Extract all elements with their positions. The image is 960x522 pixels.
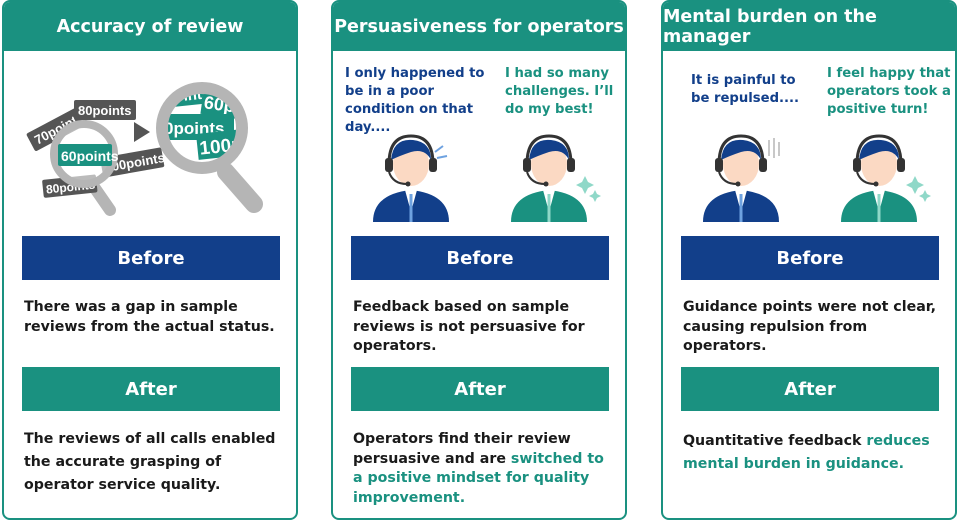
before-text: Guidance points were not clear, causing … <box>683 299 937 354</box>
quote-right: I feel happy that operators took a posit… <box>827 66 951 117</box>
manager-illustration <box>703 134 931 222</box>
after-text: Operators find their review persuasive a… <box>353 430 615 508</box>
operator-happy-icon <box>511 134 601 222</box>
manager-sad-icon <box>703 134 780 222</box>
tag-60: 60points <box>58 144 119 166</box>
big-magnifier-lens <box>156 82 248 174</box>
svg-text:80points: 80points <box>78 103 131 118</box>
after-text-plain: Quantitative feedback <box>683 433 867 449</box>
card-accuracy: Accuracy of review 70points 80points 100… <box>2 0 298 520</box>
card-mental-burden: Mental burden on the manager It is painf… <box>661 0 957 520</box>
arrow-right-icon <box>134 122 150 142</box>
operators-illustration <box>373 134 601 222</box>
after-text-plain: Operators find their review persuasive a… <box>353 431 571 467</box>
after-label: After <box>681 367 939 411</box>
svg-text:60points: 60points <box>61 148 119 164</box>
before-label: Before <box>351 236 609 280</box>
tag-80-top: 80points <box>74 100 136 120</box>
before-text: There was a gap in sample reviews from t… <box>24 299 275 335</box>
magnifier-illustration: 70points 80points 100points 80points 60p… <box>26 82 263 216</box>
after-label: After <box>351 367 609 411</box>
after-text-highlight: reduces mental burden in guidance. <box>683 433 930 472</box>
before-label: Before <box>22 236 280 280</box>
after-label: After <box>22 367 280 411</box>
before-label: Before <box>681 236 939 280</box>
quote-left: I only happened to be in a poor conditio… <box>345 66 485 135</box>
before-text: Feedback based on sample reviews is not … <box>353 299 585 354</box>
big-magnifier-handle <box>217 163 263 213</box>
quote-right: I had so many challenges. I’ll do my bes… <box>505 66 614 117</box>
after-text-highlight: switched to a positive mindset for quali… <box>353 450 604 506</box>
quote-left: It is painful to be repulsed.... <box>691 73 800 106</box>
operator-sad-icon <box>373 134 449 222</box>
after-text: The reviews of all calls enabled the acc… <box>24 431 276 493</box>
card-persuasiveness: Persuasiveness for operators I only happ… <box>331 0 627 520</box>
card-title: Persuasiveness for operators <box>333 2 625 51</box>
card-title: Mental burden on the manager <box>663 2 955 51</box>
card-title: Accuracy of review <box>4 2 296 51</box>
after-text: Quantitative feedback reduces mental bur… <box>683 430 945 476</box>
manager-happy-icon <box>841 134 931 222</box>
